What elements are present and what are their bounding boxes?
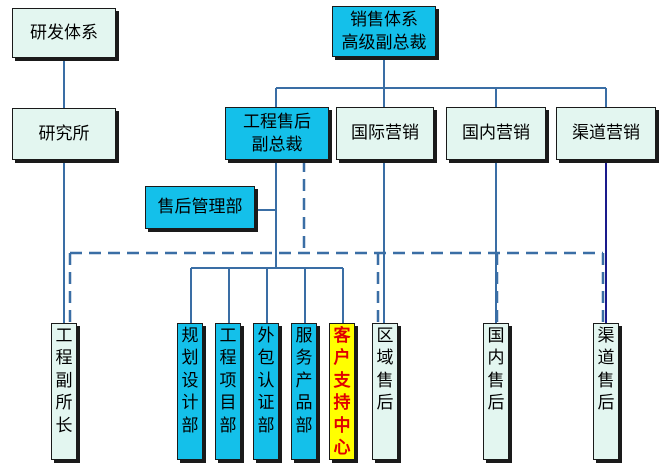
channel-sales-box: 渠道营销 [556,107,656,160]
engineering-service-line2: 副总裁 [251,134,303,155]
intl-sales-label: 国际营销 [351,123,419,144]
eng-deputy-director-label: 工程副所长 [55,326,73,436]
rd-system-box: 研发体系 [12,8,116,58]
outsourcing-cert-dept-label: 外包认证部 [257,326,275,436]
domestic-sales-box: 国内营销 [446,107,546,160]
solid-connectors [63,57,607,323]
service-product-dept-label: 服务产品部 [295,326,313,436]
eng-deputy-director-box: 工程副所长 [51,323,77,460]
dashed-connectors [68,160,605,323]
planning-design-dept-label: 规划设计部 [181,326,199,436]
research-institute-label: 研究所 [38,123,90,144]
eng-project-dept-box: 工程项目部 [215,323,241,460]
channel-service-box: 渠道售后 [593,323,619,460]
research-institute-box: 研究所 [12,108,116,160]
engineering-service-line1: 工程售后 [243,111,311,132]
domestic-sales-label: 国内营销 [462,123,530,144]
channel-service-label: 渠道售后 [597,326,615,414]
sales-system-box: 销售体系 高级副总裁 [332,6,436,57]
customer-support-center-box: 客户支持中心 [329,323,355,460]
after-sales-mgmt-box: 售后管理部 [145,186,255,229]
regional-service-box: 区域售后 [372,323,398,460]
engineering-service-vp-box: 工程售后 副总裁 [225,107,329,160]
sales-system-line2: 高级副总裁 [341,32,427,53]
eng-project-dept-label: 工程项目部 [219,326,237,436]
sales-system-line1: 销售体系 [350,9,418,30]
domestic-service-label: 国内售后 [487,326,505,414]
customer-support-center-label: 客户支持中心 [333,326,351,459]
planning-design-dept-box: 规划设计部 [177,323,203,460]
rd-system-label: 研发体系 [30,22,98,43]
channel-sales-label: 渠道营销 [572,123,640,144]
intl-sales-box: 国际营销 [336,107,434,160]
after-sales-mgmt-label: 售后管理部 [157,197,243,218]
regional-service-label: 区域售后 [376,326,394,414]
outsourcing-cert-dept-box: 外包认证部 [253,323,279,460]
domestic-service-box: 国内售后 [483,323,509,460]
service-product-dept-box: 服务产品部 [291,323,317,460]
